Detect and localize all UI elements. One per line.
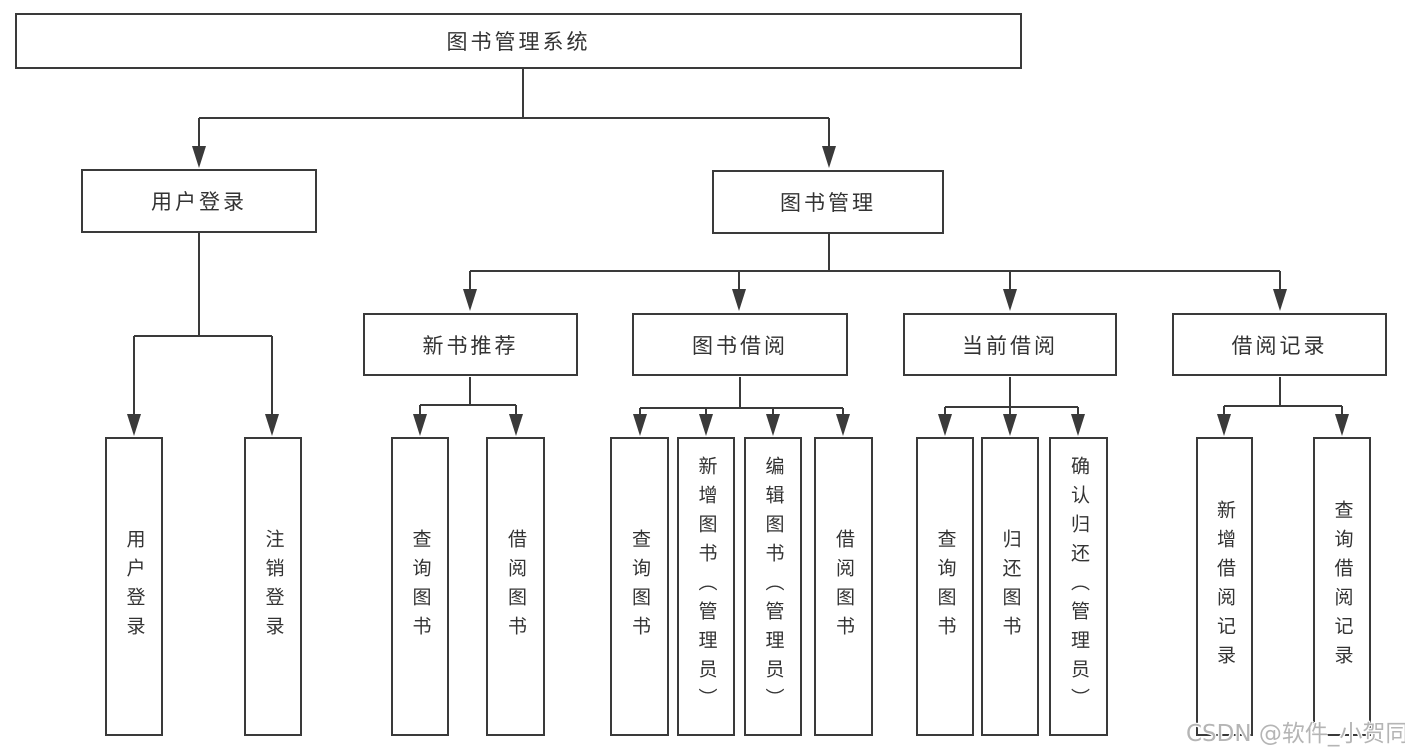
leaf-borrow-book-recommend-label: 借阅图书 xyxy=(505,528,527,645)
node-current-borrowing-label: 当前借阅 xyxy=(962,333,1058,358)
arrowhead xyxy=(633,414,647,436)
node-new-book-recommend: 新书推荐 xyxy=(363,313,578,376)
node-root: 图书管理系统 xyxy=(15,13,1022,69)
connector-new-book-children xyxy=(419,377,517,416)
connector-current-borrow-children xyxy=(944,377,1079,416)
leaf-add-borrow-record: 新增借阅记录 xyxy=(1196,437,1253,736)
leaf-confirm-return-admin: 确认归还（管理员） xyxy=(1049,437,1108,736)
arrowhead xyxy=(1217,414,1231,436)
arrowhead xyxy=(836,414,850,436)
arrowhead xyxy=(1003,414,1017,436)
node-book-management: 图书管理 xyxy=(712,170,944,234)
arrowhead xyxy=(1335,414,1349,436)
leaf-user-login: 用户登录 xyxy=(105,437,163,736)
leaf-edit-book-admin: 编辑图书（管理员） xyxy=(744,437,802,736)
leaf-query-book-recommend: 查询图书 xyxy=(391,437,449,736)
node-new-book-recommend-label: 新书推荐 xyxy=(422,333,519,358)
connector-root-to-level2 xyxy=(198,69,830,148)
arrowhead xyxy=(509,414,523,436)
leaf-edit-book-admin-label: 编辑图书（管理员） xyxy=(762,456,785,717)
leaf-query-book-recommend-label: 查询图书 xyxy=(409,528,432,645)
leaf-borrow-book-recommend: 借阅图书 xyxy=(486,437,545,736)
leaf-add-borrow-record-label: 新增借阅记录 xyxy=(1214,499,1236,674)
arrowhead xyxy=(265,414,279,436)
leaf-query-borrow-record-label: 查询借阅记录 xyxy=(1331,499,1354,674)
node-current-borrowing: 当前借阅 xyxy=(903,313,1117,376)
node-book-borrowing: 图书借阅 xyxy=(632,313,848,376)
leaf-query-book-current: 查询图书 xyxy=(916,437,974,736)
leaf-user-login-label: 用户登录 xyxy=(123,528,146,645)
leaf-query-borrow-record: 查询借阅记录 xyxy=(1313,437,1371,736)
leaf-return-book: 归还图书 xyxy=(981,437,1039,736)
watermark: CSDN @软件_小贺同学 xyxy=(1186,721,1405,747)
arrowhead xyxy=(732,289,746,311)
connector-user-login-children xyxy=(133,233,273,416)
leaf-query-book-borrowing-label: 查询图书 xyxy=(629,528,651,645)
connector-book-mgmt-children xyxy=(469,234,1281,292)
arrowhead xyxy=(938,414,952,436)
connector-book-borrow-children xyxy=(639,377,844,416)
node-root-label: 图书管理系统 xyxy=(446,30,591,54)
leaf-return-book-label: 归还图书 xyxy=(999,528,1022,645)
node-user-login-label: 用户登录 xyxy=(151,190,247,214)
node-borrowing-records: 借阅记录 xyxy=(1172,313,1387,376)
node-borrowing-records-label: 借阅记录 xyxy=(1231,333,1328,358)
arrowhead xyxy=(822,146,836,168)
arrowhead xyxy=(413,414,427,436)
leaf-borrow-book-label: 借阅图书 xyxy=(833,528,855,645)
arrowhead xyxy=(463,289,477,311)
arrowhead xyxy=(766,414,780,436)
arrowhead xyxy=(127,414,141,436)
arrowhead xyxy=(1003,289,1017,311)
arrowhead xyxy=(1071,414,1085,436)
leaf-query-book-borrowing: 查询图书 xyxy=(610,437,669,736)
arrowhead xyxy=(699,414,713,436)
node-book-management-label: 图书管理 xyxy=(780,191,876,215)
connector-records-children xyxy=(1223,377,1343,416)
node-user-login: 用户登录 xyxy=(81,169,317,233)
leaf-logout: 注销登录 xyxy=(244,437,302,736)
leaf-logout-label: 注销登录 xyxy=(262,528,285,645)
node-book-borrowing-label: 图书借阅 xyxy=(692,333,788,358)
arrowhead xyxy=(1273,289,1287,311)
arrowhead xyxy=(192,146,206,168)
leaf-add-book-admin-label: 新增图书（管理员） xyxy=(695,456,718,717)
leaf-add-book-admin: 新增图书（管理员） xyxy=(677,437,735,736)
leaf-borrow-book: 借阅图书 xyxy=(814,437,873,736)
leaf-confirm-return-admin-label: 确认归还（管理员） xyxy=(1068,456,1090,717)
leaf-query-book-current-label: 查询图书 xyxy=(934,528,957,645)
